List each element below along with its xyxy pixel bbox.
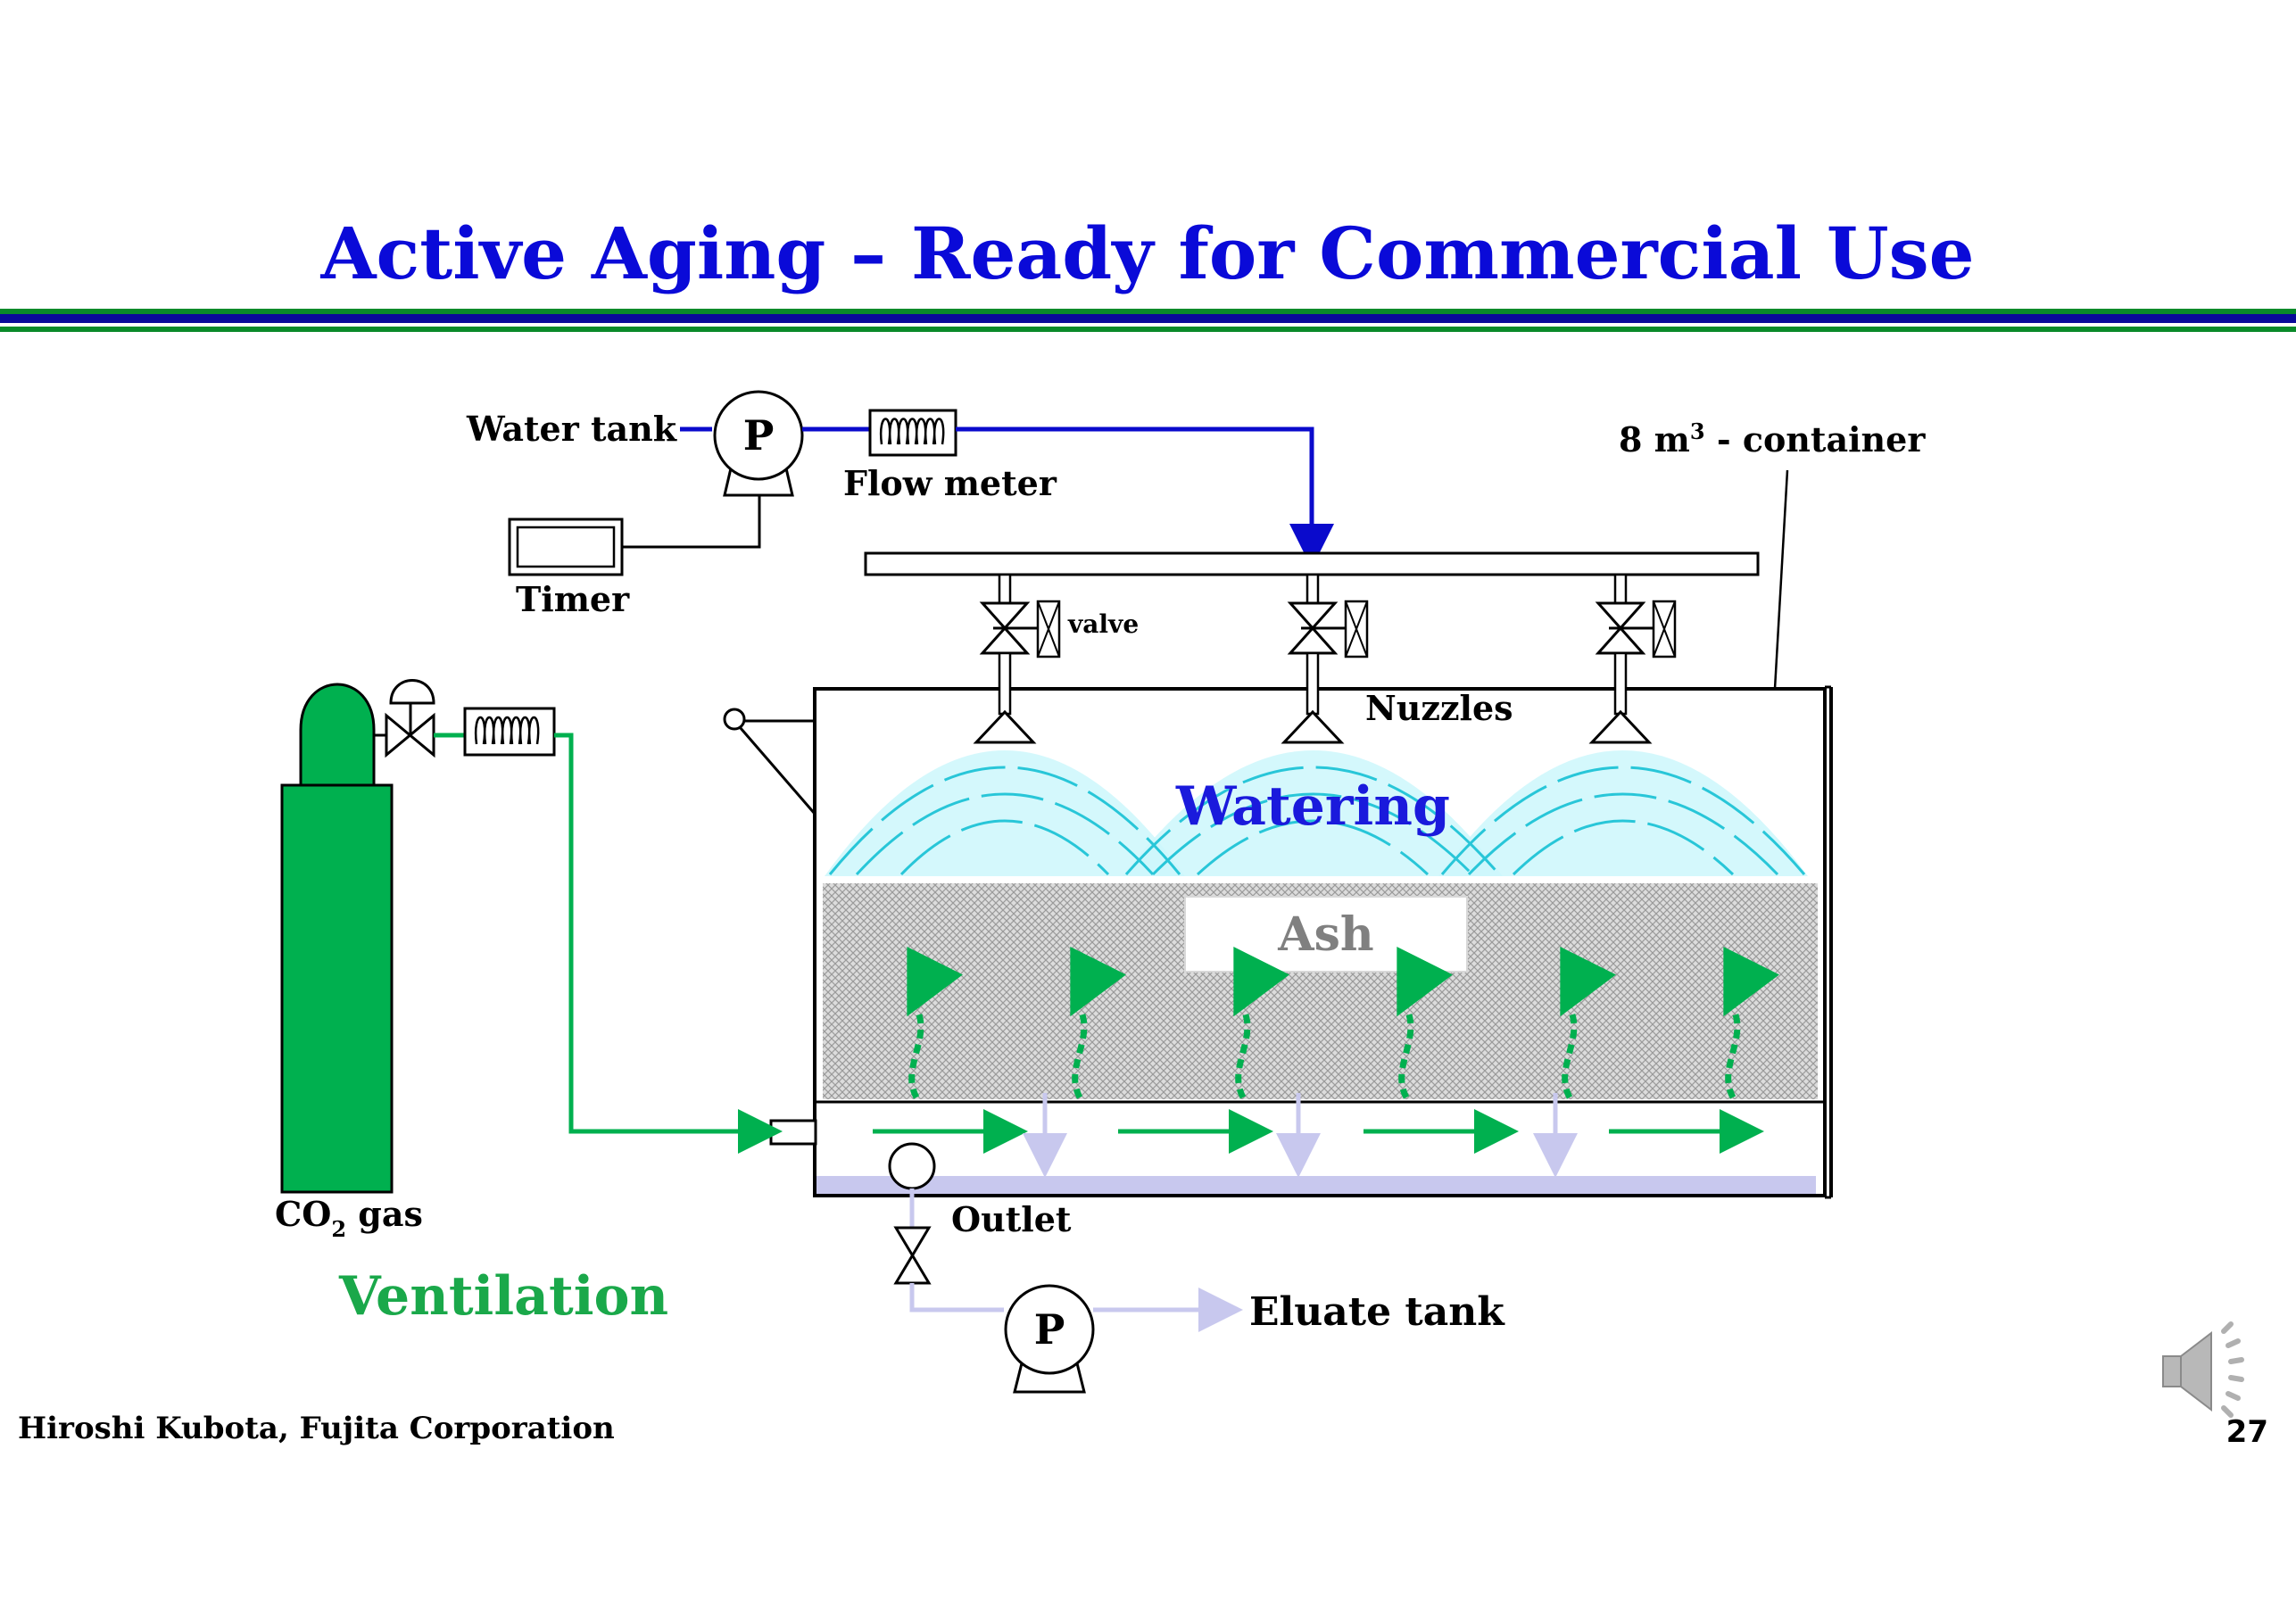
timer-label: Timer — [516, 579, 630, 619]
container-label: 8 m3 - container — [1619, 418, 1926, 460]
ash-label: Ash — [1277, 907, 1373, 962]
co2-regulator-valve — [374, 679, 435, 758]
eluate-pump-symbol: P — [1034, 1305, 1065, 1354]
ventilation-label: Ventilation — [338, 1265, 668, 1328]
co2-gas-label: CO2 gas — [275, 1194, 423, 1242]
footer-author: Hiroshi Kubota, Fujita Corporation — [18, 1411, 615, 1446]
nozzle-2 — [1281, 573, 1369, 744]
water-pump-symbol: P — [743, 411, 775, 460]
spray-header-pipe — [864, 551, 1760, 576]
nozzle-3 — [1588, 573, 1677, 744]
valve-label: valve — [1067, 609, 1139, 639]
nozzle-1 — [973, 573, 1061, 744]
outlet-label: Outlet — [951, 1199, 1072, 1239]
co2-cylinder — [280, 683, 394, 1194]
drain-arrows — [1023, 1093, 1578, 1178]
page-number: 27 — [2226, 1414, 2268, 1450]
co2-line — [554, 733, 783, 1154]
timer-box — [508, 518, 624, 576]
outlet-valve — [893, 1226, 932, 1285]
flow-meter-label: Flow meter — [843, 463, 1057, 503]
eluate-tank-label: Eluate tank — [1249, 1289, 1505, 1335]
watering-label: Watering — [1175, 775, 1450, 838]
speaker-icon[interactable] — [2162, 1321, 2244, 1418]
water-pump: P — [713, 390, 804, 497]
outlet-port — [888, 1142, 936, 1190]
spray-patterns — [825, 750, 1808, 876]
water-tank-label: Water tank — [466, 409, 677, 449]
slide-title: Active Aging – Ready for Commercial Use — [319, 211, 1974, 295]
water-flow-meter — [868, 409, 957, 457]
nozzles-label: Nuzzles — [1365, 688, 1513, 728]
eluate-pump: P — [1004, 1284, 1095, 1394]
co2-flow-meter — [463, 707, 556, 757]
header-rule — [0, 309, 2296, 332]
